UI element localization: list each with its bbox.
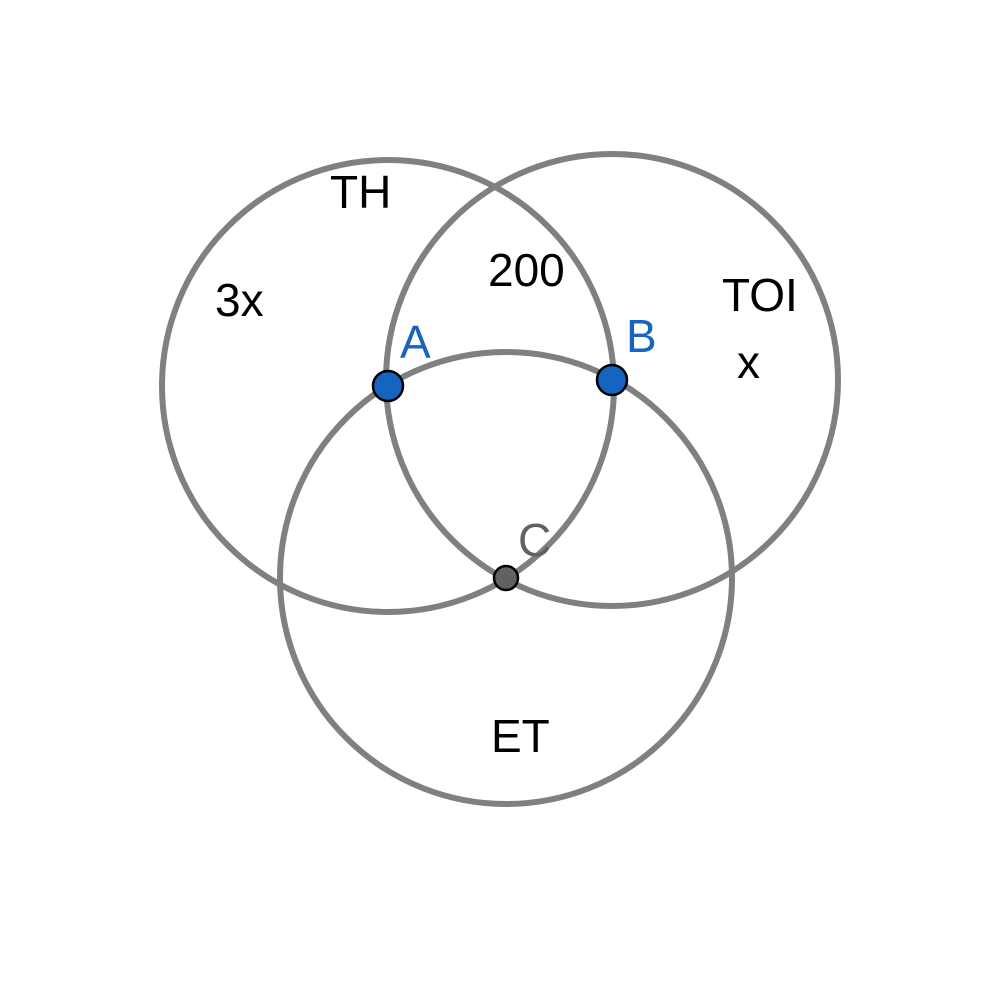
toi-only-value: x [737, 336, 760, 388]
th-toi-overlap-value: 200 [488, 244, 565, 296]
point-c [492, 564, 520, 592]
circle-et [277, 349, 735, 807]
th-only-value: 3x [215, 274, 264, 326]
point-b-label: B [626, 310, 657, 362]
point-a-label: A [400, 316, 431, 368]
point-c-label: C [518, 514, 551, 566]
toi-label: TOI [722, 269, 798, 321]
point-a [371, 369, 405, 403]
point-b [595, 363, 629, 397]
et-label: ET [491, 710, 550, 762]
th-label: TH [330, 166, 391, 218]
